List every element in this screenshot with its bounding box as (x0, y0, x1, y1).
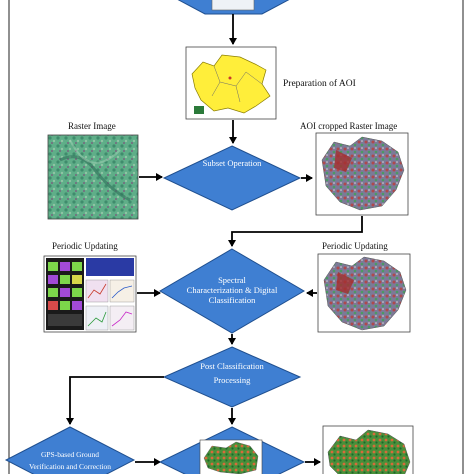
gps-diamond (4, 426, 136, 474)
gps-verification-text: GPS-based Ground Verification and Correc… (10, 450, 130, 472)
periodic-updating-left-image (43, 255, 137, 333)
periodic-updating-left-label: Periodic Updating (52, 241, 118, 251)
spectral-line-1: Spectral (218, 275, 246, 285)
aoi-cropped-label: AOI cropped Raster Image (300, 121, 398, 131)
raster-image (47, 134, 139, 220)
subset-diamond (162, 145, 302, 211)
bottom-center-diamond-node (158, 426, 306, 474)
gps-line-2: Verification and Correction (28, 462, 112, 471)
post-line-2: Processing (213, 375, 251, 385)
spectral-text: Spectral Characterization & Digital Clas… (172, 275, 292, 305)
spectral-line-3: Classification (208, 295, 256, 305)
top-diamond-node (177, 0, 290, 15)
bottom-right-classified-image (322, 425, 414, 474)
preparation-aoi-label: Preparation of AOI (283, 79, 356, 89)
periodic-updating-right-label: Periodic Updating (322, 241, 388, 251)
post-classification-text: Post Classification Processing (182, 361, 282, 385)
aoi-map-image (185, 46, 277, 120)
raster-image-label: Raster Image (68, 121, 116, 131)
post-line-1: Post Classification (200, 361, 264, 371)
spectral-line-2: Characterization & Digital (186, 285, 278, 295)
connector-post-to-gps (66, 376, 164, 425)
post-classification-diamond (162, 346, 302, 408)
connector-cropped-to-spectral (228, 216, 363, 247)
outer-frame (8, 0, 464, 474)
gps-line-1: GPS-based Ground (40, 450, 100, 459)
periodic-updating-right-image (317, 253, 411, 333)
aoi-cropped-raster-image (315, 132, 409, 216)
subset-operation-text: Subset Operation (202, 158, 262, 168)
spectral-diamond (159, 248, 305, 334)
